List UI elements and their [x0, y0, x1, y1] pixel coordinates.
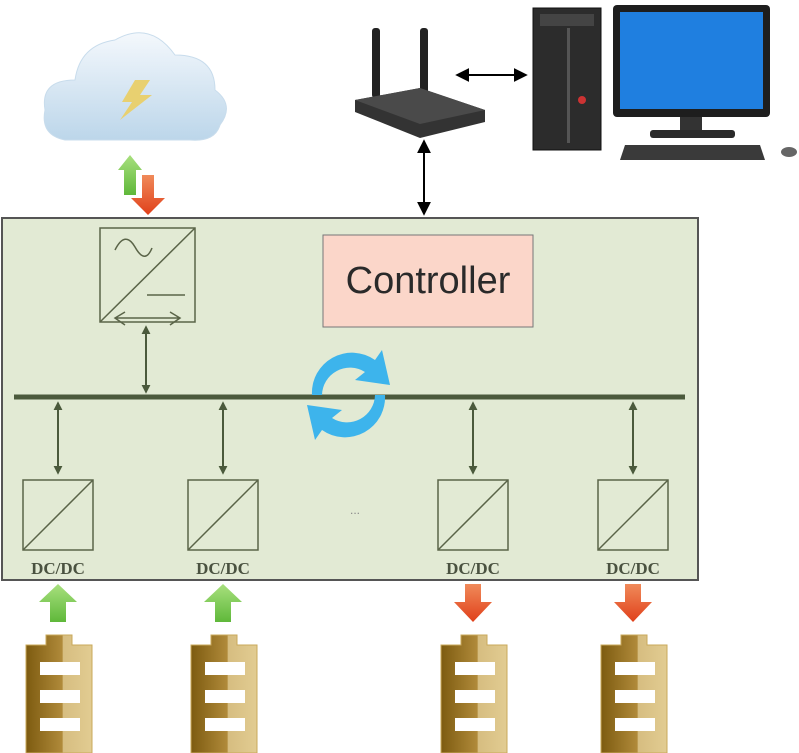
dc-dc-converter-icon	[187, 479, 259, 551]
battery-icon	[440, 634, 508, 753]
controller-box	[322, 234, 534, 328]
ac-dc-inverter-icon	[99, 227, 196, 326]
ellipsis: ...	[350, 503, 360, 517]
cloud-lightning-icon	[43, 32, 227, 141]
battery-icon	[25, 634, 93, 753]
battery-icon	[600, 634, 668, 753]
dc-dc-converter-icon	[22, 479, 94, 551]
charge-up-arrow-icon	[204, 584, 242, 622]
battery-icon	[190, 634, 258, 753]
discharge-down-arrow-icon	[614, 584, 652, 622]
converter-label: DC/DC	[606, 559, 660, 578]
grid-up-arrow-icon	[118, 155, 142, 195]
converter-label: DC/DC	[31, 559, 85, 578]
converter-label: DC/DC	[446, 559, 500, 578]
charge-up-arrow-icon	[39, 584, 77, 622]
dc-dc-converter-icon	[437, 479, 509, 551]
controller-label: Controller	[346, 260, 511, 302]
router-icon	[355, 28, 485, 138]
discharge-down-arrow-icon	[454, 584, 492, 622]
converter-label: DC/DC	[196, 559, 250, 578]
desktop-computer-icon	[532, 5, 797, 160]
grid-down-arrow-icon	[131, 175, 165, 215]
dc-dc-converter-icon	[597, 479, 669, 551]
refresh-cycle-icon	[307, 350, 390, 440]
